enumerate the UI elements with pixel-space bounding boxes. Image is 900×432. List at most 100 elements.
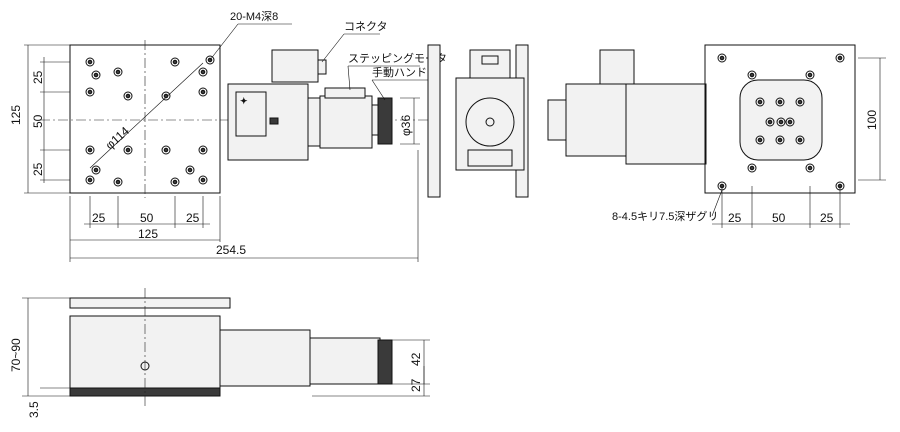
counterbore-hole-core [787,119,793,125]
counterbore-hole-core [807,165,813,171]
tapped-hole [170,57,180,67]
side-view: 70~90 3.5 42 27 [9,288,430,418]
dim-100: 100 [865,110,879,130]
dim-42: 42 [409,352,423,366]
tapped-hole-core [93,72,99,78]
manual-handle [377,97,393,145]
dim-70-90: 70~90 [9,338,23,372]
side-motor [219,329,311,387]
dim-3-5: 3.5 [27,401,41,418]
counterbore-hole-core [777,137,783,143]
tapped-hole-core [87,177,93,183]
plate-holes [85,55,215,187]
motor-housing [227,83,309,161]
tapped-hole [198,87,208,97]
counterbore-hole-core [797,99,803,105]
manual-handle-label: 手動ハンドル [372,65,438,79]
dim-right-50: 50 [772,211,786,225]
tapped-hole-core [87,147,93,153]
tapped-hole [85,145,95,155]
motor-flange [307,97,321,147]
side-top-plate [69,297,231,309]
motor-top-block [324,87,366,99]
tapped-hole-core [163,93,169,99]
dim-25-right: 25 [186,211,200,225]
tapped-hole [113,177,123,187]
bv-holes [717,53,845,191]
tapped-hole [85,87,95,97]
counterbore-hole-core [757,137,763,143]
tapped-hole [185,165,195,175]
tapped-hole-core [87,59,93,65]
counterbore-hole [795,97,805,107]
tapped-hole-core [172,179,178,185]
dim-50-center: 50 [140,211,154,225]
bv-housing [625,83,707,165]
tapped-hole-core [93,167,99,173]
tapped-hole [161,145,171,155]
bv-plate-outline [704,44,856,194]
leader-tapped [209,23,239,61]
tapped-hole [161,91,171,101]
dim-27: 27 [409,378,423,392]
counterbore-hole [835,53,845,63]
side-handle [377,339,393,385]
leader-connector [321,33,345,63]
tapped-hole-core [87,89,93,95]
screw-mark [269,117,279,125]
dim-25-left: 25 [92,211,106,225]
tapped-hole-core [187,167,193,173]
tapped-hole [198,145,208,155]
counterbore-hole [775,135,785,145]
tapped-hole-core [200,89,206,95]
tapped-hole [123,91,133,101]
tapped-hole [170,177,180,187]
counterbore-hole-core [777,99,783,105]
end-view [427,44,529,198]
tapped-hole [91,165,101,175]
stepping-motor-body [319,95,373,149]
dia36-text: φ36 [399,115,413,136]
end-connector-label [481,55,499,65]
counterbore-hole-core [778,119,784,125]
leader-counterbore [711,189,723,217]
tapped-hole-core [163,147,169,153]
tapped-hole [123,145,133,155]
tapped-hole [198,175,208,185]
bv-handle [547,99,567,141]
tapped-holes-label: 20-M4深8 [230,10,278,23]
tapped-hole [113,67,123,77]
leader-motor [347,65,351,91]
counterbore-hole [755,135,765,145]
dim-right-25b: 25 [820,211,834,225]
tapped-hole [91,70,101,80]
tapped-hole-core [172,59,178,65]
counterbore-hole [805,163,815,173]
logo-mark: ✦ [240,96,248,106]
bottom-view: 100 25 50 25 8-4.5キリ7.5深ザグリ [547,44,886,228]
bv-connector [599,49,635,85]
dim-25-bottom: 25 [31,162,45,176]
counterbore-hole [755,97,765,107]
tapped-hole [85,57,95,67]
tapped-hole [205,55,215,65]
counterbore-hole [776,117,786,127]
counterbore-label: 8-4.5キリ7.5深ザグリ [612,209,718,223]
counterbore-hole-core [719,55,725,61]
counterbore-hole [747,163,757,173]
connector-label: コネクタ [344,20,388,33]
dim-125-vert: 125 [9,105,23,125]
dim-125-horiz: 125 [138,227,158,241]
tapped-hole-core [125,93,131,99]
tapped-hole-core [115,179,121,185]
counterbore-hole-core [837,55,843,61]
plan-view: ✦ 20-M4深8 コネクタ ステッピングモータ 手動ハンドル φ36 φ114 [9,10,447,262]
dim-right-25a: 25 [728,211,742,225]
side-stepper [309,337,381,385]
counterbore-hole-core [757,99,763,105]
counterbore-hole-core [797,137,803,143]
counterbore-hole [805,70,815,80]
tapped-hole-core [200,147,206,153]
